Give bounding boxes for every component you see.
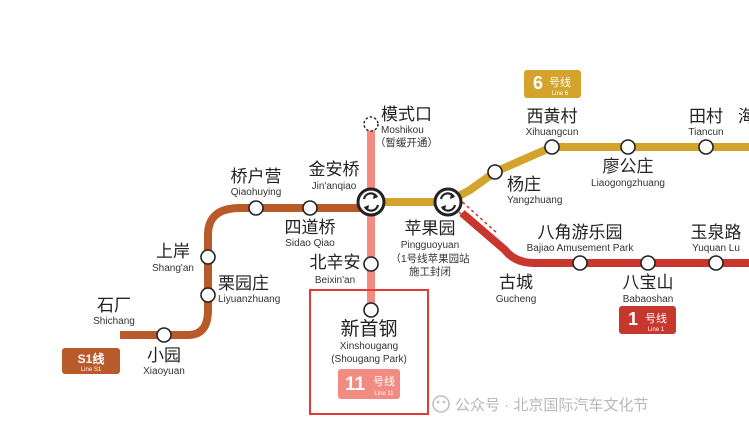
station-label-en-shangan: Shang'an <box>152 263 194 274</box>
station-note-pingguoyuan-1: （1号线苹果园站 <box>390 252 470 265</box>
station-label-en2-xinshougang: (Shougang Park) <box>331 354 407 365</box>
station-label-en-liyuanzhuang: Liyuanzhuang <box>218 294 280 305</box>
station-label-en-moshikou: Moshikou <box>381 125 424 136</box>
station-label-en-gucheng: Gucheng <box>496 294 537 305</box>
line-11-badge-number: 11 <box>345 374 366 395</box>
line-11-badge[interactable]: 11 号线 Line 11 <box>338 369 400 399</box>
line-s1-badge-en: Line S1 <box>81 367 102 373</box>
station-label-xiaoyuan: 小园 <box>147 346 181 365</box>
station-label-en-xiaoyuan: Xiaoyuan <box>143 366 185 377</box>
station-marker-yuquanlu[interactable] <box>708 255 724 271</box>
station-label-en-pingguoyuan: Pingguoyuan <box>401 240 459 251</box>
station-label-liaogongzhuang: 廖公庄 <box>603 157 654 176</box>
line-s1-badge-label: S1线 <box>78 351 105 366</box>
station-label-sidaoqiao: 四道桥 <box>285 218 336 237</box>
station-label-xihuangcun: 西黄村 <box>527 107 578 126</box>
station-label-en-beixinan: Beixin'an <box>315 275 355 286</box>
station-note-moshikou: （暂缓开通） <box>375 136 438 149</box>
station-label-en-yuquanlu: Yuquan Lu <box>692 243 740 254</box>
station-label-en-xihuangcun: Xihuangcun <box>526 127 579 138</box>
station-marker-xihuangcun[interactable] <box>544 139 560 155</box>
station-marker-beixinan[interactable] <box>363 256 379 272</box>
station-marker-moshikou[interactable] <box>363 116 379 132</box>
station-label-en-tiancun: Tiancun <box>688 127 723 138</box>
watermark: 公众号 · 北京国际汽车文化节 <box>432 395 648 414</box>
station-label-qiaohuying: 桥户营 <box>231 167 282 186</box>
station-label-liyuanzhuang: 栗园庄 <box>218 274 269 293</box>
line-6-badge-suffix: 号线 <box>549 75 571 89</box>
wechat-icon <box>432 395 450 413</box>
station-label-babaoshan: 八宝山 <box>623 273 674 292</box>
highlight-box-xinshougang <box>309 289 429 415</box>
station-label-en-yangzhuang: Yangzhuang <box>507 195 562 206</box>
station-marker-sidaoqiao[interactable] <box>302 200 318 216</box>
station-label-en-jinanqiao: Jin'anqiao <box>312 181 357 192</box>
station-label-yangzhuang: 杨庄 <box>507 175 541 194</box>
station-label-tiancun: 田村 <box>689 107 723 126</box>
line-1-track <box>459 209 749 267</box>
watermark-text: 公众号 · 北京国际汽车文化节 <box>455 397 648 414</box>
station-label-en-liaogongzhuang: Liaogongzhuang <box>591 178 665 189</box>
line-1-badge-suffix: 号线 <box>645 311 667 325</box>
interchange-pingguoyuan[interactable] <box>433 187 463 217</box>
line-1-badge-number: 1 <box>628 309 638 329</box>
station-marker-tiancun[interactable] <box>698 139 714 155</box>
station-marker-bajiao[interactable] <box>572 255 588 271</box>
station-note-pingguoyuan-2: 施工封闭 <box>409 265 451 278</box>
station-label-shangan: 上岸 <box>156 242 190 261</box>
line-1-badge[interactable]: 1 号线 Line 1 <box>619 306 676 334</box>
station-label-beixinan: 北辛安 <box>310 253 361 272</box>
station-label-en-babaoshan: Babaoshan <box>623 294 674 305</box>
station-label-en-xinshougang: Xinshougang <box>340 341 398 352</box>
station-marker-shangan[interactable] <box>200 249 216 265</box>
station-marker-yangzhuang[interactable] <box>487 164 503 180</box>
station-label-en-sidaoqiao: Sidao Qiao <box>285 238 335 249</box>
line-s1-badge[interactable]: S1线 Line S1 <box>62 348 120 374</box>
station-label-en-qiaohuying: Qiaohuying <box>231 187 282 198</box>
station-marker-liaogongzhuang[interactable] <box>620 139 636 155</box>
station-marker-qiaohuying[interactable] <box>248 200 264 216</box>
station-label-pingguoyuan: 苹果园 <box>405 219 456 238</box>
line-6-badge[interactable]: 6 号线 Line 6 <box>524 70 581 98</box>
station-marker-babaoshan[interactable] <box>640 255 656 271</box>
station-label-gucheng: 古城 <box>499 273 533 292</box>
line-1-closed-section-b <box>457 197 499 235</box>
line-6-badge-en: Line 6 <box>552 91 569 97</box>
line-11-badge-en: Line 11 <box>374 391 394 397</box>
station-label-bajiao: 八角游乐园 <box>538 223 623 242</box>
line-11-badge-suffix: 号线 <box>373 374 395 388</box>
station-label-en-bajiao: Bajiao Amusement Park <box>527 243 635 254</box>
station-marker-xiaoyuan[interactable] <box>156 327 172 343</box>
station-label-shichang: 石厂 <box>97 296 131 315</box>
station-marker-xinshougang[interactable] <box>363 302 379 318</box>
station-label-haidian: 海 <box>738 107 749 126</box>
line-6-track <box>371 143 749 206</box>
station-label-xinshougang: 新首钢 <box>340 318 397 340</box>
line-s1-track <box>120 204 371 339</box>
station-label-jinanqiao: 金安桥 <box>309 160 360 179</box>
station-label-en-shichang: Shichang <box>93 316 135 327</box>
interchange-jinanqiao[interactable] <box>356 187 386 217</box>
line-6-badge-number: 6 <box>533 73 543 93</box>
station-label-moshikou: 模式口 <box>381 105 432 124</box>
station-marker-liyuanzhuang[interactable] <box>200 287 216 303</box>
line-1-badge-en: Line 1 <box>648 327 665 333</box>
station-label-yuquanlu: 玉泉路 <box>691 223 742 242</box>
